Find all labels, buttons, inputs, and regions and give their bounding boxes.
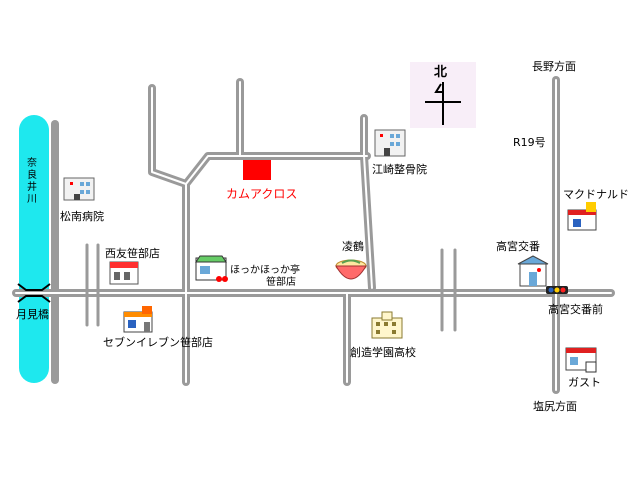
shiojiri-direction-label: 塩尻方面 [533,399,577,413]
mcdonalds-label: マクドナルド [563,188,629,201]
gusto-label: ガスト [568,376,601,389]
school-icon [371,311,403,339]
shonan-hospital-label: 松南病院 [60,209,104,223]
route-label: R19号 [513,136,546,149]
destination-marker [243,160,271,180]
river-label: 奈 良 井 川 [27,156,37,205]
traffic-light-icon [546,286,568,294]
school-label: 創造学園高校 [350,345,416,359]
supermarket-icon [109,261,139,285]
koban-label: 高宮交番 [496,239,540,253]
esaki-clinic-label: 江崎整骨院 [372,162,427,176]
destination-label: カムアクロス [226,187,297,201]
hokka-label-line2: 笹部店 [266,275,296,288]
hospital-icon [63,177,95,201]
river [19,115,49,383]
road-network [12,76,615,394]
road-north-branch [148,84,190,188]
river-label-char: 良 [27,168,37,181]
fast-food-icon [567,202,597,231]
ramen-bowl-icon [335,259,367,280]
nagano-direction-label: 長野方面 [532,59,576,73]
convenience-store-icon [123,306,153,333]
river-label-char: 井 [27,180,37,193]
ryokaku-label: 凌鶴 [342,239,364,253]
compass-icon [425,82,461,125]
hokka-label-line1: ほっかほっか亭 [230,263,300,276]
seven-eleven-label: セブンイレブン笹部店 [103,335,213,349]
seiyu-label: 西友笹部店 [105,246,160,260]
road-upper-loop [182,152,371,188]
compass-north-label: 北 [434,65,447,80]
river-label-char: 奈 [27,156,37,169]
river-label-char: 川 [27,194,37,205]
intersection-label: 高宮交番前 [548,302,603,316]
police-box-icon [517,255,549,287]
bento-shop-icon [195,255,228,282]
bridge-label: 月見橋 [16,307,49,321]
clinic-icon [374,129,406,157]
bridge-icon [17,283,51,303]
restaurant-icon [565,347,597,373]
